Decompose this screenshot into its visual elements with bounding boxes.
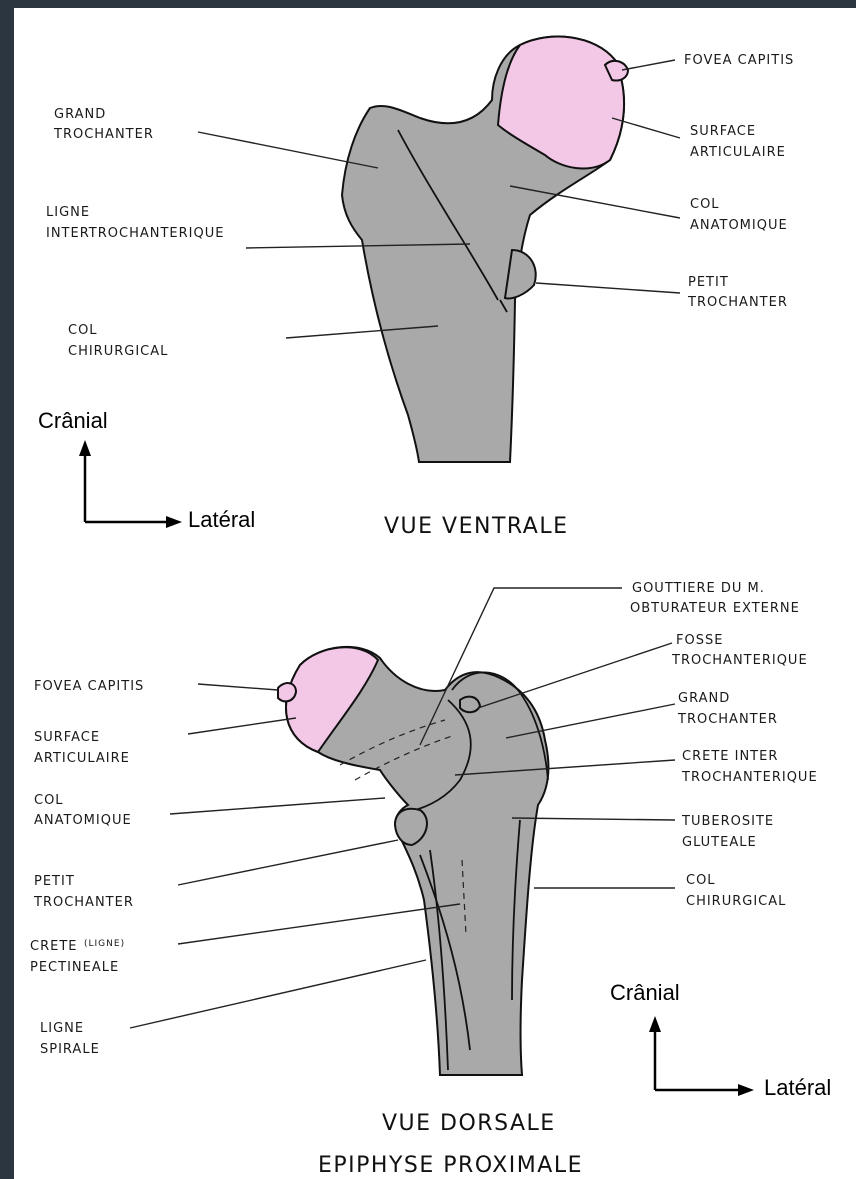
dorsal-label-surface-2: ARTICULAIRE (34, 751, 130, 766)
dorsal-fovea-capitis (278, 683, 296, 701)
ventral-label-surface-2: ARTICULAIRE (690, 145, 786, 160)
dorsal-label-col-chir-1: COL (686, 873, 716, 888)
dorsal-label-grand-1: GRAND (678, 691, 730, 706)
ventral-label-grand-2: TROCHANTER (53, 127, 154, 142)
dorsal-label-col-anat-1: COL (34, 793, 64, 808)
dorsal-label-fosse-2: TROCHANTERIQUE (671, 653, 808, 668)
dorsal-axis-lateral: Latéral (764, 1075, 831, 1100)
ventral-label-grand-1: GRAND (54, 107, 106, 122)
dorsal-right-arrow-icon (738, 1084, 754, 1096)
ventral-label-petit-1: PETIT (688, 275, 729, 290)
leader-dorsal-crete-pect (178, 904, 460, 944)
ventral-label-petit-2: TROCHANTER (687, 295, 788, 310)
ventral-orientation-axes: Crânial Latéral (38, 408, 255, 532)
dorsal-orientation-axes: Crânial Latéral (610, 980, 831, 1100)
ventral-label-ligne-1: LIGNE (46, 205, 90, 220)
ventral-label-col-anat-2: ANATOMIQUE (690, 218, 788, 233)
dorsal-title: VUE DORSALE (382, 1111, 556, 1136)
ventral-right-arrow-icon (166, 516, 182, 528)
dorsal-label-crete-pect-1a: CRETE (30, 939, 77, 954)
ventral-title: VUE VENTRALE (384, 514, 569, 539)
ventral-label-fovea: FOVEA CAPITIS (684, 53, 794, 68)
dorsal-label-petit-1: PETIT (34, 874, 75, 889)
leader-dorsal-spirale (130, 960, 426, 1028)
dorsal-label-petit-2: TROCHANTER (33, 895, 134, 910)
ventral-label-col-chir-2: CHIRURGICAL (68, 344, 168, 359)
dorsal-label-spirale-1: LIGNE (40, 1021, 84, 1036)
dorsal-label-tuberosite-1: TUBEROSITE (681, 814, 774, 829)
leader-dorsal-petit (178, 840, 398, 885)
ventral-label-col-anat-1: COL (690, 197, 720, 212)
dorsal-label-col-chir-2: CHIRURGICAL (686, 894, 786, 909)
dorsal-label-fovea: FOVEA CAPITIS (34, 679, 144, 694)
dorsal-label-tuberosite-2: GLUTEALE (682, 835, 757, 850)
dorsal-view: GOUTTIERE DU M. OBTURATEUR EXTERNE FOSSE… (30, 581, 831, 1178)
ventral-axis-cranial: Crânial (38, 408, 108, 433)
dorsal-label-gouttiere-2: OBTURATEUR EXTERNE (630, 601, 800, 616)
leader-dorsal-fosse (478, 643, 672, 708)
dorsal-label-crete-pect-2: PECTINEALE (30, 960, 119, 975)
dorsal-label-gouttiere-1: GOUTTIERE DU M. (632, 581, 765, 596)
dorsal-label-fosse-1: FOSSE (676, 633, 723, 648)
dorsal-up-arrow-icon (649, 1016, 661, 1032)
dorsal-trochanteric-fossa (460, 697, 480, 713)
dorsal-label-col-anat-2: ANATOMIQUE (34, 813, 132, 828)
ventral-axis-lateral: Latéral (188, 507, 255, 532)
ventral-up-arrow-icon (79, 440, 91, 456)
leader-ventral-petit (536, 283, 680, 293)
dorsal-subtitle: EPIPHYSE PROXIMALE (318, 1153, 583, 1178)
dorsal-label-crete-inter-2: TROCHANTERIQUE (681, 770, 818, 785)
leader-dorsal-fovea (198, 684, 278, 690)
leader-ventral-fovea (622, 60, 675, 70)
leader-dorsal-surface (188, 718, 296, 734)
dorsal-label-grand-2: TROCHANTER (677, 712, 778, 727)
dorsal-label-surface-1: SURFACE (34, 730, 100, 745)
ventral-view: FOVEA CAPITIS GRAND TROCHANTER SURFACE A… (38, 37, 794, 539)
dorsal-label-spirale-2: SPIRALE (40, 1042, 100, 1057)
dorsal-label-crete-inter-1: CRETE INTER (682, 749, 778, 764)
dorsal-label-crete-pect-1b: (LIGNE) (84, 939, 125, 949)
ventral-label-col-chir-1: COL (68, 323, 98, 338)
ventral-label-surface-1: SURFACE (690, 124, 756, 139)
ventral-label-ligne-2: INTERTROCHANTERIQUE (46, 226, 224, 241)
dorsal-axis-cranial: Crânial (610, 980, 680, 1005)
leader-dorsal-col-anat (170, 798, 385, 814)
